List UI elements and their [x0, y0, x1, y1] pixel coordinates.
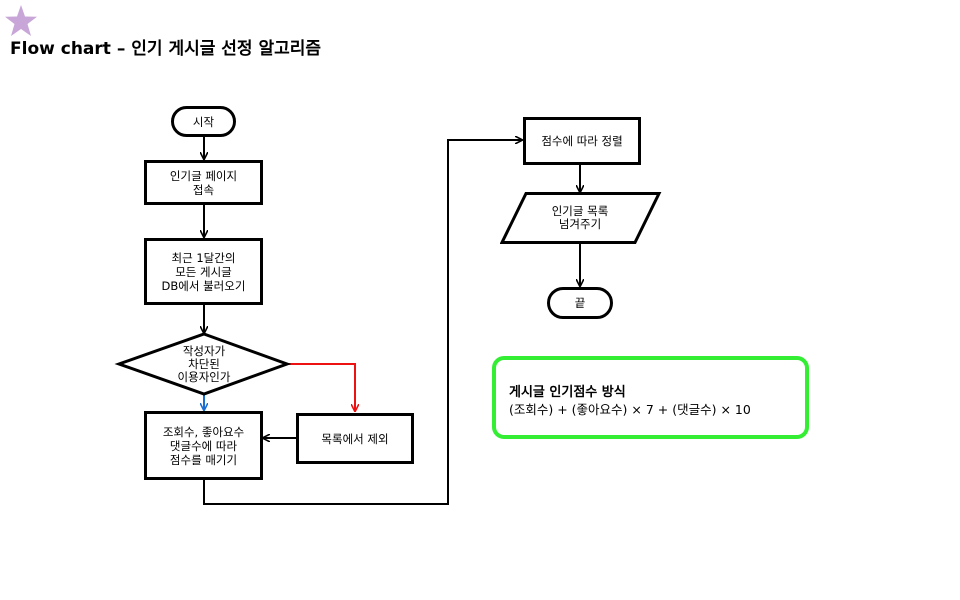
end-node: 끝 [547, 287, 613, 319]
page-title: Flow chart – 인기 게시글 선정 알고리즘 [10, 39, 322, 59]
decision-label: 작성자가 차단된 이용자인가 [177, 343, 231, 384]
output-parallelogram [500, 192, 662, 244]
exclude-label: 목록에서 제외 [321, 431, 389, 446]
end-label: 끝 [574, 296, 586, 310]
start-label: 시작 [192, 114, 215, 129]
star-shape [5, 5, 37, 36]
decision-node: 작성자가 차단된 이용자인가 [150, 340, 258, 388]
decision-diamond [114, 332, 292, 396]
output-node: 인기글 목록 넘겨주기 [520, 196, 640, 240]
arrow-decision-yes-to-exclude [287, 363, 355, 411]
access-page-label: 인기글 페이지 접속 [169, 168, 238, 197]
output-label: 인기글 목록 넘겨주기 [551, 204, 609, 231]
line-score-to-sort [203, 140, 522, 505]
score-label: 조회수, 좋아요수 댓글수에 따라 점수를 매기기 [162, 424, 245, 467]
score-node: 조회수, 좋아요수 댓글수에 따라 점수를 매기기 [144, 411, 263, 480]
load-posts-node: 최근 1달간의 모든 게시글 DB에서 불러오기 [144, 238, 263, 305]
sort-node: 점수에 따라 정렬 [523, 117, 641, 165]
star-icon [5, 5, 37, 36]
load-posts-label: 최근 1달간의 모든 게시글 DB에서 불러오기 [161, 250, 246, 293]
formula-title: 게시글 인기점수 방식 [509, 385, 626, 400]
formula-box: 게시글 인기점수 방식 (조회수) + (좋아요수) × 7 + (댓글수) ×… [492, 356, 809, 439]
exclude-node: 목록에서 제외 [296, 413, 414, 464]
sort-label: 점수에 따라 정렬 [541, 134, 623, 148]
formula-text: (조회수) + (좋아요수) × 7 + (댓글수) × 10 [509, 402, 751, 417]
start-node: 시작 [171, 106, 236, 137]
access-page-node: 인기글 페이지 접속 [144, 160, 263, 205]
